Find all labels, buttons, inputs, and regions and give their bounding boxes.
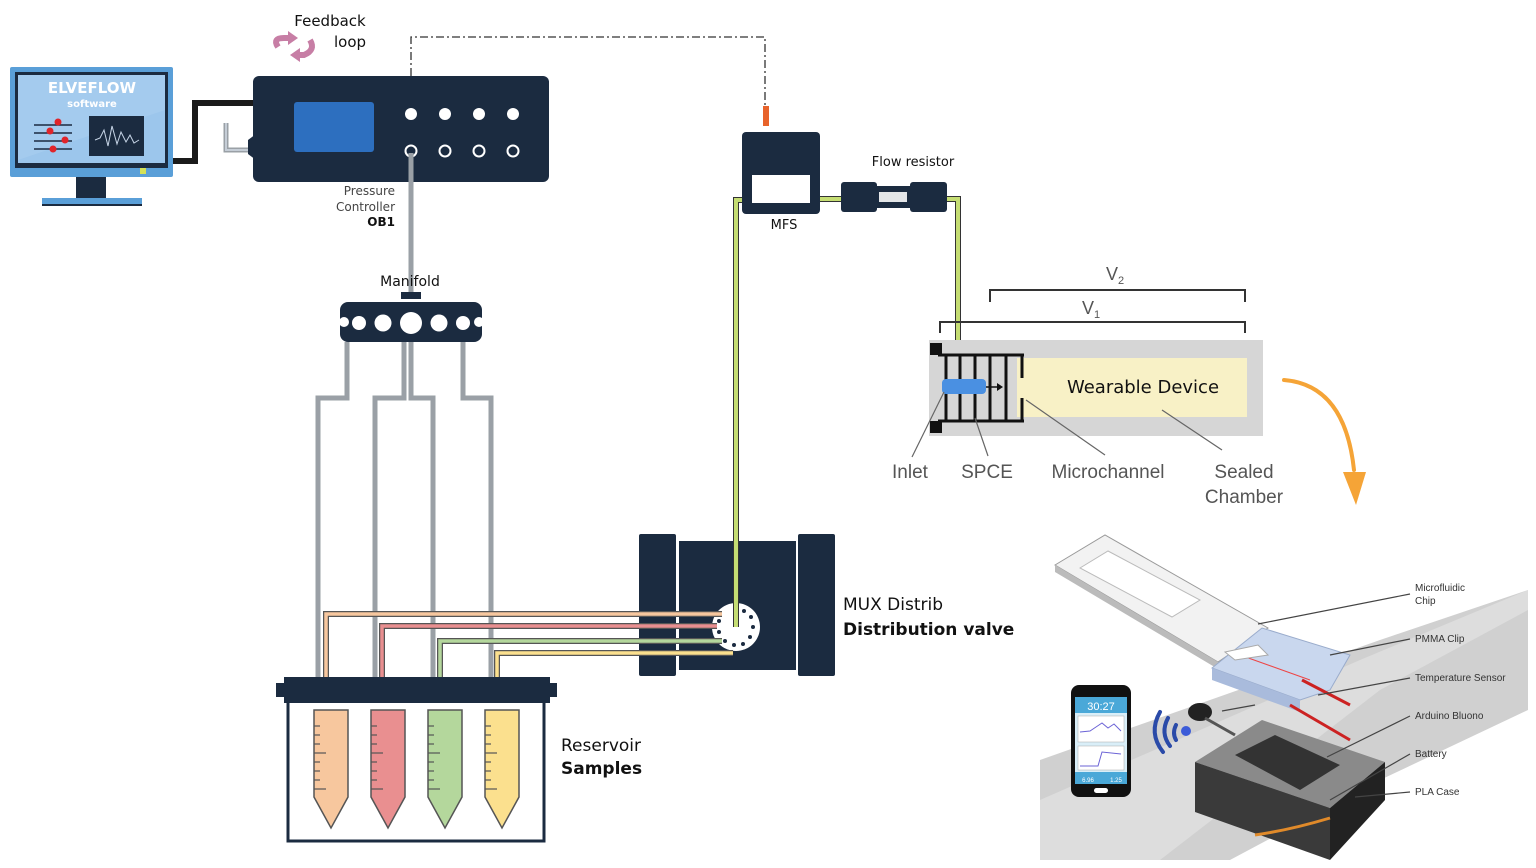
ob1-label-line1: Pressure: [344, 184, 395, 198]
ob1-display: [294, 102, 374, 152]
callout-lines: [1221, 593, 1411, 801]
sample-vial: [313, 709, 349, 830]
manifold-pressure-tubes: [315, 342, 494, 680]
feedback-label-line2: loop: [334, 33, 366, 51]
mfs-label: MFS: [771, 218, 798, 233]
arduino-bluono: [1235, 735, 1340, 790]
phone-time: 30:27: [1087, 701, 1115, 713]
manifold-label: Manifold: [380, 274, 440, 290]
callout-pla-case: PLA Case: [1415, 787, 1460, 798]
callout-battery: Battery: [1415, 749, 1447, 760]
smartphone: 30:27 6.96 1.25: [1071, 685, 1131, 797]
callout-microfluidic-line1: Microfluidic: [1415, 583, 1465, 594]
label-spce: SPCE: [961, 462, 1013, 483]
mux-label-line1: MUX Distrib: [843, 595, 943, 615]
callout-pmma-clip: PMMA Clip: [1415, 634, 1465, 645]
ob1-label-line2: Controller: [336, 200, 395, 214]
v1-label: V1: [1082, 298, 1100, 321]
reservoir-lid: [284, 677, 550, 703]
mux-label-line2: Distribution valve: [843, 620, 1014, 640]
wireless-signal-icon: [1152, 710, 1178, 754]
flow-resistor: [841, 182, 947, 212]
sample-vials: [313, 709, 520, 830]
monitor-base: [42, 198, 142, 204]
bluetooth-icon: [1181, 726, 1191, 736]
software-subtitle: software: [67, 99, 117, 110]
monitor-stand: [76, 177, 106, 198]
phone-left-value: 6.96: [1082, 778, 1094, 784]
label-microchannel: Microchannel: [1052, 462, 1165, 483]
waveform-panel: [89, 116, 144, 156]
mfs-connector: [763, 106, 769, 126]
waveform-icon: [94, 125, 140, 147]
inlet-spce-region: [942, 379, 986, 394]
computer-monitor: ELVEFLOW software: [10, 67, 173, 206]
sample-vial: [427, 709, 463, 830]
label-chamber: Chamber: [1205, 487, 1284, 508]
v1-bracket: [939, 321, 1246, 333]
ob1-output-ports: [405, 108, 519, 120]
v2-label: V2: [1106, 264, 1124, 287]
flow-resistor-label: Flow resistor: [872, 155, 955, 170]
battery-wires: [1254, 816, 1331, 837]
sample-vial: [484, 709, 520, 830]
schematic-leader-lines: [911, 391, 1223, 458]
outlet-tubing: [733, 196, 961, 627]
feedback-label-line1: Feedback: [294, 12, 366, 30]
mfs-window: [752, 175, 810, 203]
valve-ports: [717, 609, 755, 647]
wearable-title: Wearable Device: [1067, 377, 1219, 398]
reservoir-label-line1: Reservoir: [561, 736, 641, 756]
pressure-controller-ob1: [248, 76, 549, 182]
phone-right-value: 1.25: [1110, 778, 1122, 784]
callout-temperature-sensor: Temperature Sensor: [1415, 673, 1506, 684]
callout-arduino: Arduino Bluono: [1415, 711, 1484, 722]
reservoir-rack: [276, 677, 557, 843]
sample-vial: [370, 709, 406, 830]
feedback-loop-icon: [273, 31, 315, 62]
v2-bracket: [989, 289, 1246, 302]
wearable-exploded-view: 30:27 6.96 1.25 Microfluidic Chip PMMA C…: [1040, 534, 1528, 860]
callout-microfluidic-line2: Chip: [1415, 596, 1436, 607]
reservoir-label-line2: Samples: [561, 759, 642, 779]
usb-cable: [173, 100, 258, 164]
software-brand: ELVEFLOW: [48, 79, 137, 97]
feedback-signal-line: [410, 36, 766, 108]
phone-chart-top: [1077, 715, 1125, 743]
ob1-label-model: OB1: [367, 215, 395, 229]
label-sealed: Sealed: [1214, 462, 1273, 483]
manifold: [339, 292, 484, 342]
mfs-flow-sensor: [742, 106, 820, 214]
temperature-sensor: [1188, 703, 1212, 721]
label-inlet: Inlet: [892, 462, 929, 483]
orange-curved-arrow-icon: [1282, 378, 1366, 505]
wearable-area: [1017, 358, 1247, 417]
sliders-icon: [34, 118, 72, 153]
wearable-device-schematic: V2 V1 Wearable Device Inlet SPC: [892, 264, 1284, 508]
